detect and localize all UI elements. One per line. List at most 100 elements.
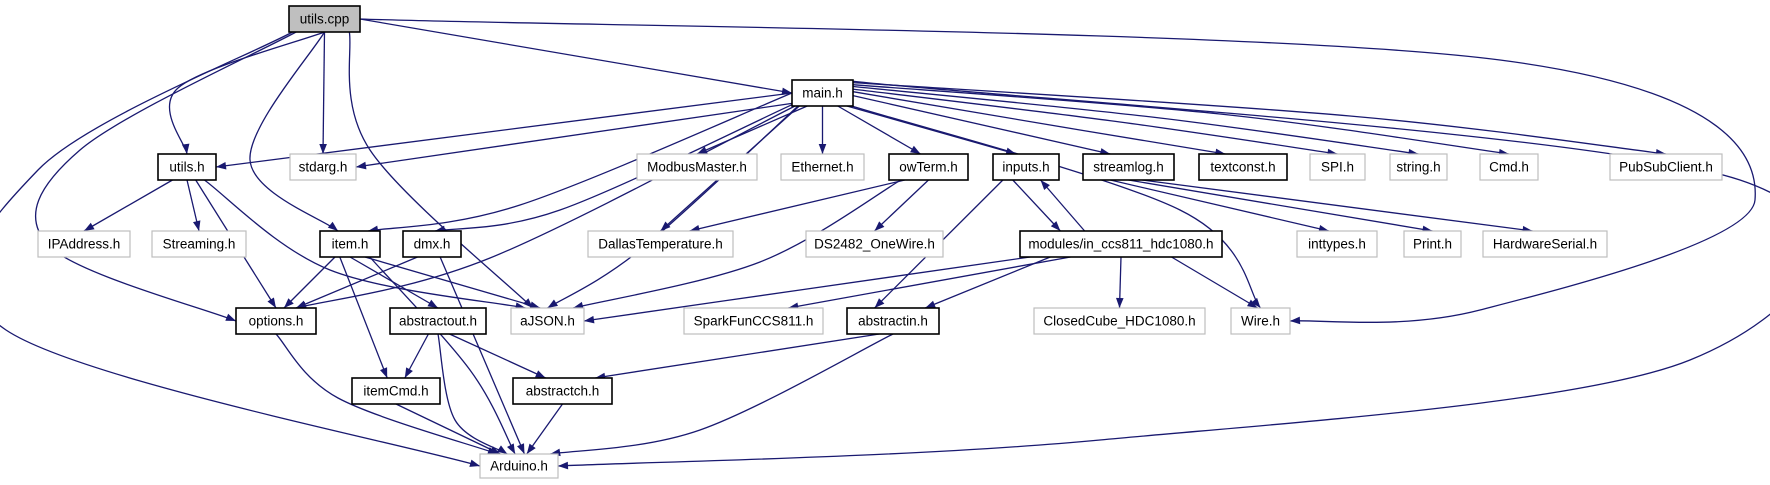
edge-abstractout-h-to-abstractch-h (449, 333, 546, 379)
edge-main-h-to-string-h (852, 85, 1419, 155)
arrowhead-main-h-to-wire-h (1251, 297, 1261, 308)
node-box-textconst-h[interactable] (1198, 153, 1288, 181)
node-box-options-h[interactable] (235, 307, 317, 335)
edge-main-h-to-textconst-h (852, 91, 1226, 155)
arrowhead-utils-h-to-ipaddress-h (84, 222, 95, 231)
node-string-h: string.h (1389, 153, 1448, 181)
node-inttypes-h: inttypes.h (1296, 230, 1378, 258)
node-textconst-h[interactable]: textconst.h (1198, 153, 1288, 181)
node-main-h[interactable]: main.h (791, 79, 854, 107)
node-box-in-ccs811-hdc1080-h[interactable] (1019, 230, 1223, 258)
arrowhead-inputs-h-to-abstractin-h (874, 298, 885, 308)
arrowhead-main-h-to-stdarg-h (356, 161, 367, 170)
node-dallastemperature-h: DallasTemperature.h (587, 230, 734, 258)
node-owterm-h[interactable]: owTerm.h (888, 153, 969, 181)
edge-streamlog-h-to-print-h (1128, 179, 1433, 232)
node-label-spi-h: SPI.h (1321, 160, 1354, 175)
node-streamlog-h[interactable]: streamlog.h (1082, 153, 1175, 181)
edge-in-ccs811-hdc1080-h-to-sparkfunccs811-h (788, 256, 1071, 309)
arrowhead-item-h-to-arduino-h (507, 443, 516, 454)
node-box-item-h[interactable] (319, 230, 381, 258)
arrowhead-item-h-to-abstractout-h (427, 299, 438, 308)
arrowhead-in-ccs811-hdc1080-h-to-ajson-h (584, 315, 595, 324)
node-box-itemcmd-h[interactable] (351, 377, 441, 405)
node-label-ethernet-h: Ethernet.h (791, 160, 853, 175)
node-label-ipaddress-h: IPAddress.h (48, 237, 121, 252)
node-box-dmx-h[interactable] (402, 230, 462, 258)
edge-abstractin-h-to-abstractch-h (595, 333, 880, 379)
edge-abstractch-h-to-arduino-h (526, 403, 564, 455)
node-label-ajson-h: aJSON.h (520, 314, 575, 329)
node-box-abstractin-h[interactable] (846, 307, 940, 335)
edge-main-h-to-inputs-h (846, 105, 1017, 155)
edge-streamlog-h-to-hardwareserial-h (1142, 179, 1533, 232)
arrowhead-dmx-h-to-options-h (296, 300, 307, 308)
edge-utils-cpp-to-stdarg-h (322, 31, 326, 155)
node-label-modbusmaster-h: ModbusMaster.h (647, 160, 747, 175)
edge-utils-cpp-to-utils-h (168, 31, 325, 155)
arrowhead-in-ccs811-hdc1080-h-to-abstractin-h (925, 300, 936, 308)
node-label-streamlog-h: streamlog.h (1093, 160, 1164, 175)
arrowhead-main-h-to-utils-h (216, 161, 227, 170)
node-box-abstractch-h[interactable] (512, 377, 613, 405)
node-label-item-h: item.h (332, 237, 369, 252)
node-label-dmx-h: dmx.h (414, 237, 451, 252)
node-box-streamlog-h[interactable] (1082, 153, 1175, 181)
node-label-sparkfunccs811-h: SparkFunCCS811.h (694, 314, 814, 329)
node-item-h[interactable]: item.h (319, 230, 381, 258)
node-box-sparkfunccs811-h (683, 307, 824, 335)
node-options-h[interactable]: options.h (235, 307, 317, 335)
node-modbusmaster-h: ModbusMaster.h (636, 153, 758, 181)
edge-utils-h-to-ajson-h (204, 179, 526, 309)
node-box-inputs-h[interactable] (992, 153, 1060, 181)
edge-main-h-to-options-h (295, 105, 796, 309)
node-box-cmd-h (1479, 153, 1539, 181)
node-print-h: Print.h (1403, 230, 1462, 258)
node-abstractch-h[interactable]: abstractch.h (512, 377, 613, 405)
node-label-inputs-h: inputs.h (1002, 160, 1049, 175)
node-label-hardwareserial-h: HardwareSerial.h (1493, 237, 1597, 252)
arrowhead-in-ccs811-hdc1080-h-to-inputs-h (1040, 180, 1050, 191)
edge-item-h-to-itemcmd-h (339, 256, 388, 379)
node-dmx-h[interactable]: dmx.h (402, 230, 462, 258)
arrowhead-dmx-h-to-arduino-h (517, 443, 525, 454)
node-abstractin-h[interactable]: abstractin.h (846, 307, 940, 335)
arrowhead-utils-cpp-to-stdarg-h (319, 143, 327, 154)
node-itemcmd-h[interactable]: itemCmd.h (351, 377, 441, 405)
node-label-print-h: Print.h (1413, 237, 1452, 252)
node-label-streaming-h: Streaming.h (163, 237, 236, 252)
edge-abstractin-h-to-arduino-h (550, 333, 894, 455)
edge-item-h-to-options-h (283, 256, 336, 309)
edge-utils-h-to-ipaddress-h (83, 179, 173, 232)
node-box-inttypes-h (1296, 230, 1378, 258)
node-box-utils-h[interactable] (157, 153, 217, 181)
edge-main-h-to-pubsubclient-h (852, 81, 1667, 155)
arrowhead-owterm-h-to-ds2482-onewire-h (874, 221, 885, 231)
node-label-utils-cpp: utils.cpp (300, 12, 350, 27)
node-label-options-h: options.h (249, 314, 304, 329)
node-streaming-h: Streaming.h (151, 230, 247, 258)
node-box-ds2482-onewire-h (805, 230, 944, 258)
node-in-ccs811-hdc1080-h[interactable]: modules/in_ccs811_hdc1080.h (1019, 230, 1223, 258)
node-box-stdarg-h (289, 153, 357, 181)
edge-in-ccs811-hdc1080-h-to-ajson-h (583, 256, 1031, 322)
node-inputs-h[interactable]: inputs.h (992, 153, 1060, 181)
node-arduino-h: Arduino.h (479, 453, 559, 479)
node-box-abstractout-h[interactable] (389, 307, 487, 335)
edge-options-h-to-arduino-h (275, 333, 499, 455)
node-utils-h[interactable]: utils.h (157, 153, 217, 181)
edge-in-ccs811-hdc1080-h-to-abstractin-h (924, 256, 1051, 309)
edge-main-h-to-wire-h (851, 105, 1262, 309)
arrowhead-utils-h-to-options-h (267, 297, 276, 308)
node-ethernet-h: Ethernet.h (780, 153, 865, 181)
node-box-wire-h (1230, 307, 1291, 335)
node-box-streaming-h (151, 230, 247, 258)
edge-in-ccs811-hdc1080-h-to-wire-h (1171, 256, 1258, 309)
node-box-main-h[interactable] (791, 79, 854, 107)
arrowhead-utils-cpp-to-wire-h (1290, 316, 1301, 325)
edge-utils-cpp-to-arduino-h (0, 31, 481, 467)
node-box-owterm-h[interactable] (888, 153, 969, 181)
node-label-owterm-h: owTerm.h (899, 160, 958, 175)
node-abstractout-h[interactable]: abstractout.h (389, 307, 487, 335)
edge-abstractout-h-to-arduino-h (437, 333, 508, 455)
